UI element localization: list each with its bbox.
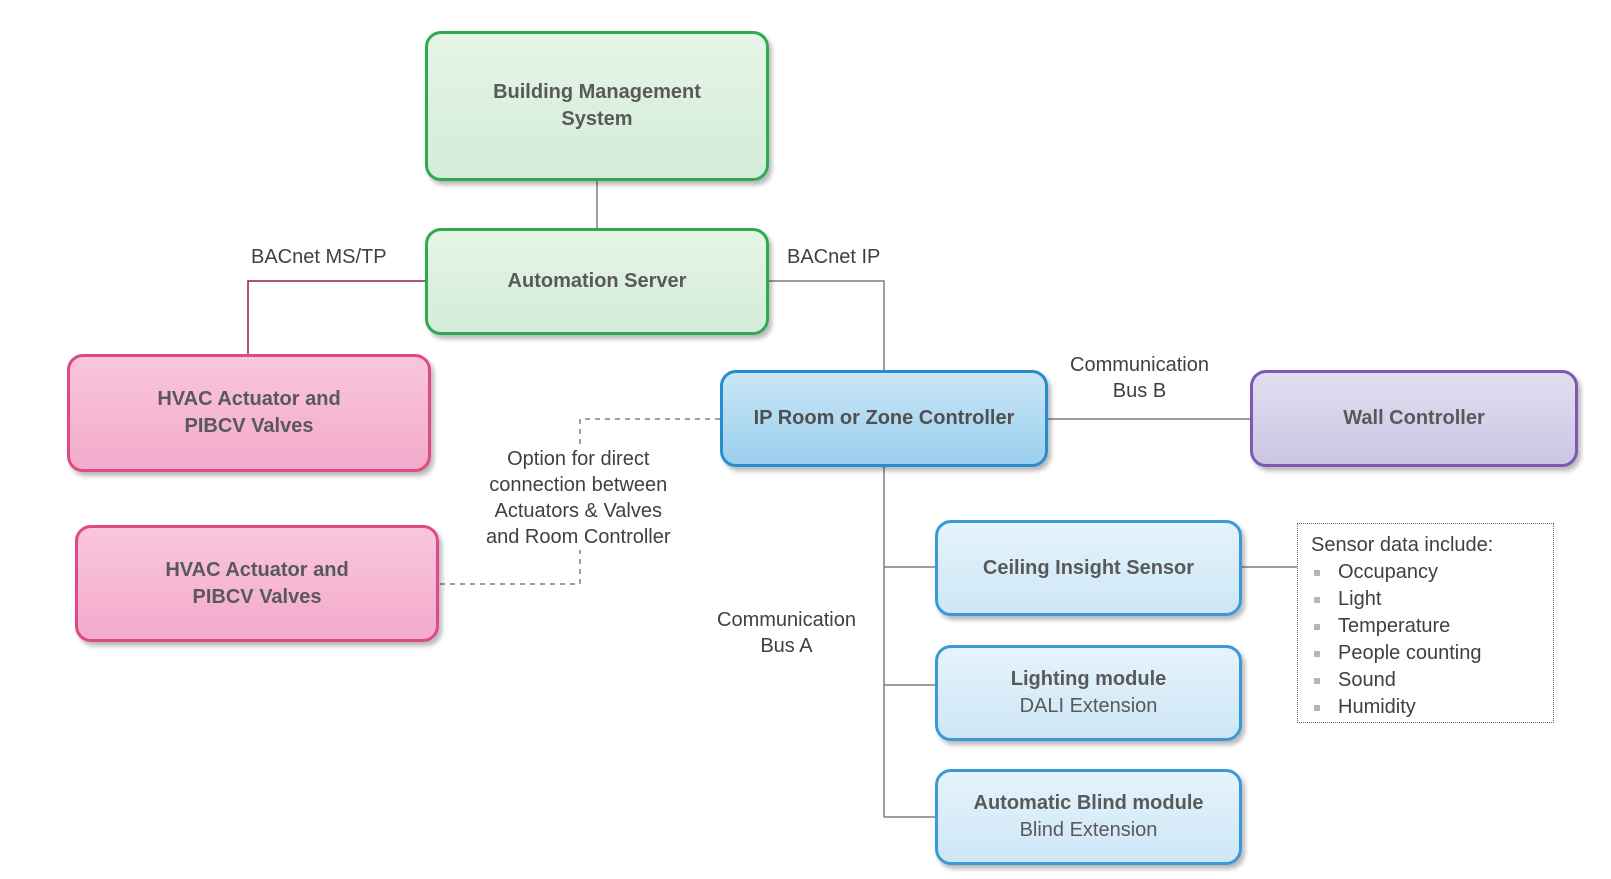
sensor-item-sound: Sound (1311, 667, 1543, 694)
ceiling-sensor-label: Ceiling Insight Sensor (982, 556, 1195, 579)
automation-server-label: Automation Server (507, 270, 687, 292)
bus-b-label-line-2: Bus B (1112, 380, 1167, 402)
bms-label: Building Management System (493, 81, 701, 130)
bacnet-ip-label: BACnet IP (787, 246, 881, 268)
sensor-item-temperature: Temperature (1311, 613, 1543, 640)
bus-b-label: Communication Bus B (1070, 352, 1209, 404)
sensor-item-occupancy: Occupancy (1311, 559, 1543, 586)
blind-module-node: Automatic Blind module Blind Extension (935, 769, 1242, 865)
sensor-item-people-counting: People counting (1311, 640, 1543, 667)
hvac-actuator-node-1: HVAC Actuator and PIBCV Valves (67, 354, 431, 472)
hvac-actuator-label-1: HVAC Actuator and PIBCV Valves (157, 388, 341, 437)
bacnet-mstp-label: BACnet MS/TP (251, 246, 387, 268)
bus-a-label-line-2: Bus A (760, 635, 813, 657)
wall-controller-node: Wall Controller (1250, 370, 1578, 467)
room-controller-node: IP Room or Zone Controller (720, 370, 1048, 467)
direct-note-line-1: Option for direct (507, 448, 650, 470)
wall-controller-label: Wall Controller (1343, 407, 1485, 429)
direct-note-line-2: connection between (489, 474, 668, 496)
automation-server-node: Automation Server (425, 228, 769, 335)
hvac-actuator-label-2: HVAC Actuator and PIBCV Valves (165, 558, 349, 608)
lighting-module-node: Lighting module DALI Extension (935, 645, 1242, 741)
ceiling-sensor-node: Ceiling Insight Sensor (935, 520, 1242, 616)
bus-b-label-line-1: Communication (1070, 354, 1209, 376)
room-controller-label: IP Room or Zone Controller (753, 407, 1015, 429)
bms-node: Building Management System (425, 31, 769, 181)
sensor-item-humidity: Humidity (1311, 694, 1543, 721)
bacnet-ip-line (769, 280, 885, 370)
blind-module-title: Automatic Blind module (973, 792, 1204, 814)
direct-connection-note: Option for direct connection between Act… (486, 446, 671, 550)
bus-a-label-line-1: Communication (717, 609, 856, 631)
sensor-data-list: Occupancy Light Temperature People count… (1311, 559, 1543, 721)
bus-a-label: Communication Bus A (717, 607, 856, 659)
direct-note-line-3: Actuators & Valves (494, 500, 662, 522)
direct-note-line-4: and Room Controller (486, 526, 671, 548)
blind-module-subtitle: Blind Extension (1019, 819, 1158, 841)
hvac-actuator-node-2: HVAC Actuator and PIBCV Valves (75, 525, 439, 642)
sensor-item-light: Light (1311, 586, 1543, 613)
sensor-data-heading: Sensor data include: (1311, 534, 1494, 556)
lighting-module-subtitle: DALI Extension (1019, 695, 1158, 717)
lighting-module-title: Lighting module (1010, 668, 1167, 690)
sensor-data-box: Sensor data include: Occupancy Light Tem… (1297, 523, 1554, 723)
bacnet-mstp-line (247, 280, 425, 354)
